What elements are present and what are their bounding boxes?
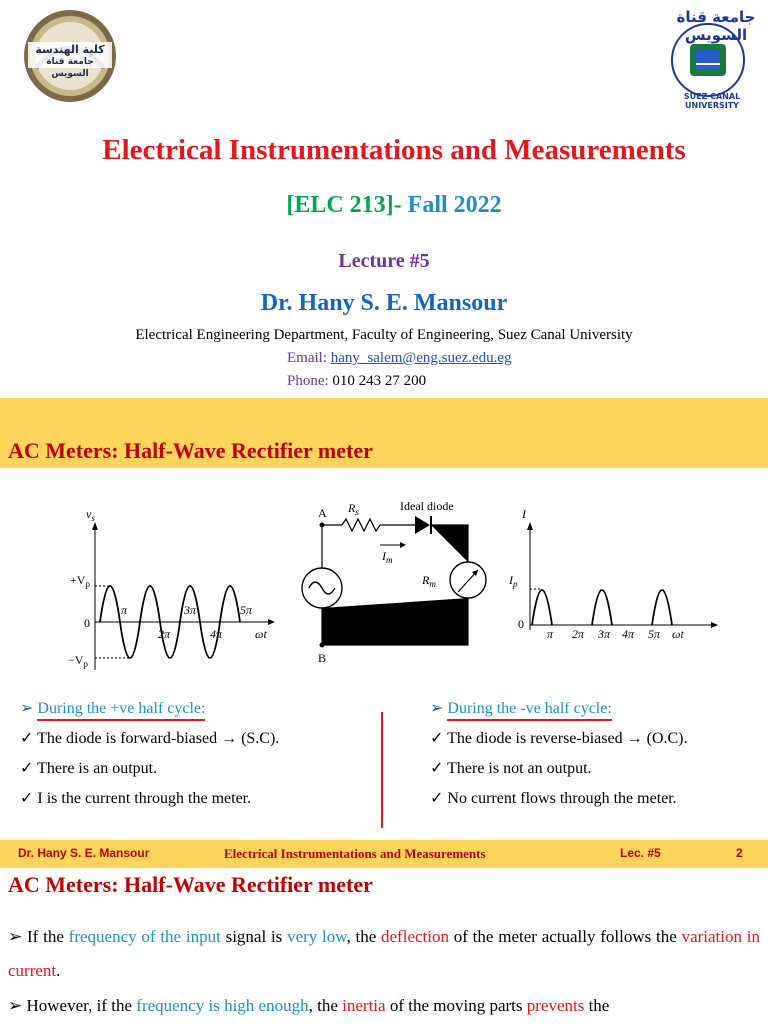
positive-half-heading: ➢ During the +ve half cycle:	[20, 698, 380, 721]
vp-neg-label: −Vp	[68, 653, 88, 669]
footer-lecture: Lec. #5	[620, 846, 661, 860]
checklist-item: ✓ No current flows through the meter.	[430, 790, 677, 807]
checklist-item: ✓ There is not an output.	[430, 760, 592, 777]
column-divider	[381, 712, 383, 828]
course-line: [ELC 213]- Fall 2022	[0, 192, 768, 219]
positive-half-cycle-column: ➢ During the +ve half cycle: ✓ The diode…	[20, 698, 380, 818]
paragraph-1: ➢ If the frequency of the input signal i…	[8, 927, 760, 980]
check-icon: ✓	[430, 730, 448, 747]
slide-header-band	[0, 398, 768, 468]
check-icon: ✓	[20, 730, 38, 747]
author-name: Dr. Hany S. E. Mansour	[260, 290, 508, 316]
department: Electrical Engineering Department, Facul…	[135, 327, 633, 343]
checklist-item: ✓ The diode is reverse-biased → (O.C).	[430, 730, 688, 747]
node-a-label: A	[318, 506, 327, 520]
footer-page-number: 2	[736, 846, 743, 860]
faculty-logo-line1: كلية الهندسة	[35, 43, 105, 56]
phone-label: Phone:	[287, 373, 333, 389]
node-b-label: B	[318, 651, 326, 665]
vs-label: vs	[86, 507, 95, 523]
email-label: Email:	[287, 350, 331, 366]
zero-label-right: 0	[518, 617, 524, 631]
input-waveform: vs +Vp −Vp 0 π 2π 3π 4π 5π ωt	[68, 507, 275, 670]
im-label: Im	[381, 549, 393, 565]
negative-half-heading: ➢ During the -ve half cycle:	[430, 698, 760, 721]
phone-value: 010 243 27 200	[332, 373, 427, 389]
arrow-bullet-icon: ➢	[8, 996, 27, 1015]
output-waveform: I Ip 0 π 2π 3π 4π 5π ωt	[508, 507, 718, 641]
three-pi-label-right: 3π	[597, 627, 611, 641]
slide3-title: AC Meters: Half-Wave Rectifier meter	[8, 872, 373, 897]
faculty-logo: كلية الهندسة جامعة قناة السويس	[6, 8, 134, 104]
five-pi-label-right: 5π	[648, 627, 661, 641]
negative-half-cycle-column: ➢ During the -ve half cycle: ✓ The diode…	[430, 698, 760, 818]
lecture-number: Lecture #5	[338, 250, 430, 272]
arrow-bullet-icon: ➢	[430, 700, 448, 717]
three-pi-label-left: 3π	[183, 603, 197, 617]
slide2-title: AC Meters: Half-Wave Rectifier meter	[8, 438, 373, 463]
rm-label: Rm	[421, 573, 436, 589]
course-term: Fall 2022	[401, 192, 502, 218]
omega-t-label-right: ωt	[672, 627, 684, 641]
pi-label-left: π	[121, 603, 128, 617]
rectifier-figure: vs +Vp −Vp 0 π 2π 3π 4π 5π ωt	[60, 490, 740, 680]
two-pi-label-left: 2π	[158, 627, 171, 641]
four-pi-label-right: 4π	[622, 627, 635, 641]
checklist-item: ✓ There is an output.	[20, 760, 158, 777]
check-icon: ✓	[20, 760, 38, 777]
university-logo-arabic: جامعة قناة السويس	[676, 8, 756, 44]
slide-title: Electrical Instrumentations and Measurem…	[102, 134, 686, 166]
university-logo: جامعة قناة السويس SUEZ CANAL UNIVERSITY	[660, 8, 762, 110]
check-icon: ✓	[430, 760, 448, 777]
zero-label-left: 0	[84, 616, 90, 630]
email-link[interactable]: hany_salem@eng.suez.edu.eg	[330, 350, 512, 366]
phone-line: Phone: 010 243 27 200	[287, 373, 426, 390]
course-code: [ELC 213]-	[286, 192, 402, 218]
omega-t-label-left: ωt	[255, 627, 267, 641]
check-icon: ✓	[430, 790, 448, 807]
faculty-logo-line2: جامعة قناة السويس	[46, 57, 94, 79]
rectifier-circuit: A B Rs Ideal diode Im Rm	[301, 499, 487, 665]
two-pi-label-right: 2π	[572, 627, 585, 641]
slide-footer	[0, 840, 768, 868]
footer-author: Dr. Hany S. E. Mansour	[18, 846, 150, 860]
vp-pos-label: +Vp	[70, 573, 90, 589]
arrow-bullet-icon: ➢	[20, 700, 38, 717]
check-icon: ✓	[20, 790, 38, 807]
checklist-item: ✓ I is the current through the meter.	[20, 790, 252, 807]
rs-label: Rs	[347, 501, 359, 517]
i-axis-label: I	[521, 507, 527, 521]
title-slide: كلية الهندسة جامعة قناة السويس جامعة قنا…	[0, 0, 768, 398]
five-pi-label-left: 5π	[240, 603, 253, 617]
checklist-item: ✓ The diode is forward-biased → (S.C).	[20, 730, 280, 747]
paragraph-2: ➢ However, if the frequency is high enou…	[8, 996, 610, 1015]
email-line: Email: hany_salem@eng.suez.edu.eg	[287, 350, 512, 367]
ip-label: Ip	[508, 573, 518, 589]
arrow-bullet-icon: ➢	[8, 927, 28, 946]
university-logo-english: SUEZ CANAL UNIVERSITY	[683, 92, 741, 110]
pi-label-right: π	[547, 627, 554, 641]
four-pi-label-left: 4π	[210, 627, 223, 641]
ideal-diode-label: Ideal diode	[400, 499, 454, 513]
footer-course: Electrical Instrumentations and Measurem…	[224, 846, 486, 861]
